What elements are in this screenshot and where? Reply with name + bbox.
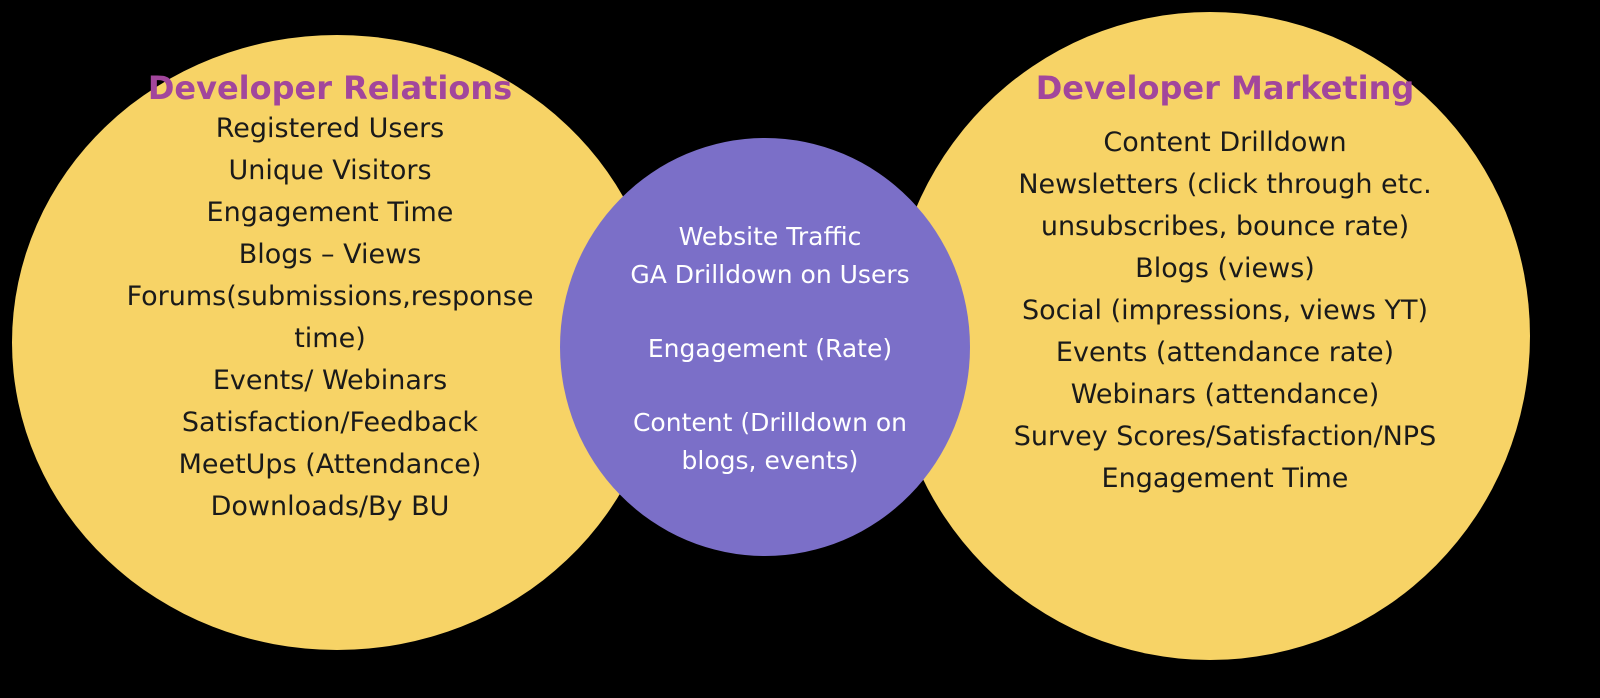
list-item: Events/ Webinars bbox=[212, 365, 448, 396]
developer-marketing-title: Developer Marketing bbox=[1035, 69, 1415, 107]
center-item: GA Drilldown on Users bbox=[630, 260, 910, 289]
list-item: MeetUps (Attendance) bbox=[178, 449, 482, 480]
developer-marketing-list: Content Drilldown Newsletters (click thr… bbox=[985, 122, 1465, 500]
list-item: Survey Scores/Satisfaction/NPS bbox=[1013, 421, 1437, 452]
developer-relations-block: Developer Relations Registered Users Uni… bbox=[110, 68, 550, 528]
list-item: Registered Users bbox=[215, 113, 445, 144]
developer-marketing-block: Developer Marketing Content Drilldown Ne… bbox=[985, 68, 1465, 500]
center-item: Website Traffic bbox=[678, 222, 862, 251]
list-item: Events (attendance rate) bbox=[1055, 337, 1395, 368]
developer-marketing-circle bbox=[890, 12, 1530, 660]
list-item: Newsletters (click through etc. bbox=[1018, 169, 1432, 200]
developer-relations-circle bbox=[12, 35, 662, 650]
center-item: Content (Drilldown on blogs, events) bbox=[632, 408, 908, 475]
center-group-engagement: Engagement (Rate) bbox=[600, 330, 940, 368]
list-item: Satisfaction/Feedback bbox=[181, 407, 479, 438]
list-item: Blogs – Views bbox=[238, 239, 422, 270]
center-group-traffic: Website Traffic GA Drilldown on Users bbox=[600, 218, 940, 294]
list-item: Blogs (views) bbox=[1135, 253, 1315, 284]
list-item: unsubscribes, bounce rate) bbox=[1040, 211, 1410, 242]
list-item: Unique Visitors bbox=[228, 155, 432, 186]
list-item: Social (impressions, views YT) bbox=[1021, 295, 1429, 326]
shared-metrics-block: Website Traffic GA Drilldown on Users En… bbox=[600, 218, 940, 480]
center-group-content: Content (Drilldown on blogs, events) bbox=[600, 404, 940, 480]
list-item: Webinars (attendance) bbox=[1070, 379, 1380, 410]
developer-relations-title: Developer Relations bbox=[147, 69, 513, 107]
list-item: Content Drilldown bbox=[1103, 127, 1347, 158]
center-item: Engagement (Rate) bbox=[647, 334, 893, 363]
list-item: Downloads/By BU bbox=[210, 491, 450, 522]
list-item: Engagement Time bbox=[206, 197, 454, 228]
list-item: Forums(submissions,response time) bbox=[126, 281, 534, 354]
list-item: Engagement Time bbox=[1101, 463, 1349, 494]
shared-metrics-circle bbox=[560, 138, 970, 556]
developer-relations-list: Registered Users Unique Visitors Engagem… bbox=[110, 108, 550, 528]
